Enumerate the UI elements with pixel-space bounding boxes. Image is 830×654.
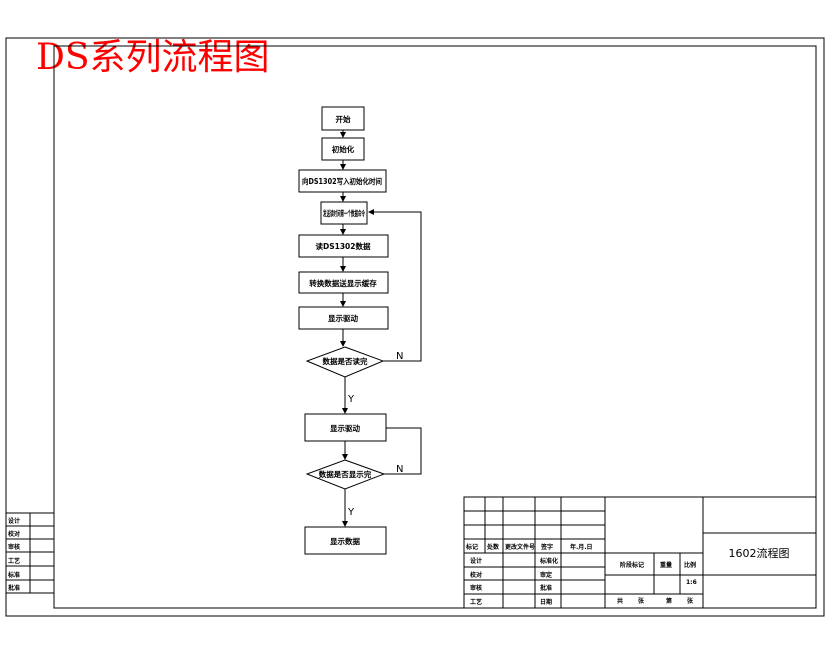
tb-role-left-2: 审核 — [470, 584, 482, 592]
signoff-label-0: 设计 — [8, 517, 20, 525]
branch-yes-1: Y — [347, 394, 355, 405]
tb-scale-value: 1:6 — [686, 579, 697, 586]
node-display-drive-2-label: 显示驱动 — [330, 423, 360, 433]
tb-role-right-2: 批准 — [540, 584, 552, 592]
node-display-data — [304, 526, 387, 555]
tb-sheet-0: 共 — [617, 597, 623, 605]
node-read-ds1302-label: 读DS1302数据 — [315, 241, 371, 251]
node-send-cmd — [320, 201, 368, 225]
drawing-title: DS系列流程图 — [36, 37, 270, 78]
tb-stage-label: 阶段标记 — [620, 561, 644, 569]
node-display-data-label: 显示数据 — [330, 536, 360, 546]
node-write-init-label: 向DS1302写入初始化时间 — [302, 176, 382, 186]
signoff-label-2: 审核 — [8, 543, 20, 551]
tb-header-2: 更改文件号 — [505, 543, 535, 551]
tb-role-left-1: 校对 — [470, 571, 482, 579]
node-display-drive-1 — [298, 306, 389, 330]
branch-yes-2: Y — [347, 507, 355, 518]
signoff-label-1: 校对 — [8, 530, 20, 538]
tb-sheet-2: 第 — [665, 597, 672, 605]
tb-sheet-1: 张 — [638, 597, 645, 605]
node-display-drive-2 — [304, 413, 387, 442]
tb-header-1: 处数 — [486, 543, 500, 551]
node-init-label: 初始化 — [332, 144, 355, 154]
node-start-label: 开始 — [336, 114, 351, 124]
node-start — [321, 106, 365, 131]
decision-read-done-label: 数据是否读完 — [323, 356, 368, 366]
inner-border — [53, 45, 817, 609]
tb-header-0: 标记 — [465, 543, 478, 551]
left-signoff-strip: 设计 校对 审核 工艺 标准 批准 — [6, 512, 54, 594]
node-read-ds1302 — [298, 234, 389, 258]
branch-no-2: N — [396, 464, 403, 475]
tb-drawing-name: 1602流程图 — [729, 546, 790, 560]
signoff-label-3: 工艺 — [8, 557, 20, 565]
tb-role-right-3: 日期 — [540, 598, 552, 606]
node-write-init — [298, 169, 387, 193]
decision-display-done — [305, 459, 386, 490]
node-display-drive-1-label: 显示驱动 — [328, 313, 358, 323]
node-send-cmd-label: 发送读时间第一个数据命令 — [323, 208, 366, 218]
tb-weight-label: 重量 — [660, 561, 672, 569]
node-convert — [298, 271, 389, 294]
tb-role-right-1: 审定 — [540, 571, 552, 579]
branch-no-1: N — [396, 351, 403, 362]
node-init — [321, 137, 365, 161]
tb-role-left-0: 设计 — [470, 557, 482, 565]
tb-role-right-0: 标准化 — [539, 557, 558, 565]
signoff-label-5: 批准 — [8, 584, 20, 592]
decision-display-done-label: 数据是否显示完 — [319, 469, 372, 479]
tb-role-left-3: 工艺 — [470, 598, 482, 606]
title-block-text: 标记 处数 更改文件号 签字 年.月.日 设计 校对 审核 工艺 标准化 审定 … — [465, 543, 790, 606]
outer-border — [5, 37, 825, 617]
node-convert-label: 转换数据送显示缓存 — [309, 278, 377, 288]
tb-header-4: 年.月.日 — [570, 543, 593, 551]
flow-connectors — [340, 130, 422, 527]
tb-sheet-3: 张 — [687, 597, 694, 605]
title-block — [463, 496, 817, 609]
tb-header-3: 签字 — [540, 543, 553, 551]
decision-read-done — [305, 346, 385, 378]
tb-scale-label: 比例 — [684, 561, 696, 569]
signoff-label-4: 标准 — [7, 571, 20, 579]
flowchart: 开始 初始化 向DS1302写入初始化时间 发送读时间第一个数据命令 读DS13… — [298, 106, 403, 555]
